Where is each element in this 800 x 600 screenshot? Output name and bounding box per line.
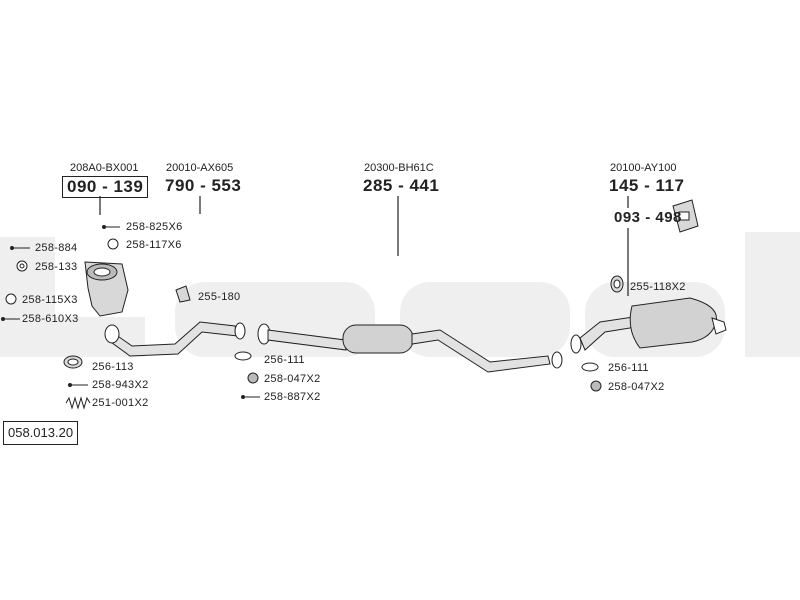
part-number-1[interactable]: 090 - 139 [62,176,149,198]
rear-silencer [570,297,727,354]
gasket-icon [581,362,599,372]
nut-icon [247,372,259,384]
accessory-label: 256-113 [92,361,134,373]
accessory-label: 255-118X2 [630,281,686,293]
accessory-label: 256-111 [608,362,649,374]
nut-icon [590,380,602,392]
front-pipe [104,321,246,357]
gasket-icon [234,351,252,361]
oem-number-3: 20300-BH61C [364,162,434,174]
accessory-label: 255-180 [198,291,241,303]
accessory-label: 258-047X2 [264,373,321,385]
accessory-label: 256-111 [264,354,305,366]
ring-icon [107,238,119,250]
mounting-kit-icon [678,211,690,221]
bolt-icon [68,383,88,387]
oem-number-1: 208A0-BX001 [70,162,139,174]
accessory-label: 258-117X6 [126,239,182,251]
accessory-label: 258-825X6 [126,221,183,233]
bolt-icon [1,317,20,321]
accessory-label: 258-610X3 [22,313,79,325]
accessory-label: 251-001X2 [92,397,149,409]
spring-icon [65,396,91,410]
rubber-hanger-icon [613,279,621,289]
bolt-icon [241,395,260,399]
gasket-icon [67,358,79,366]
ring-icon [5,293,17,305]
bolt-icon [10,246,30,250]
middle-silencer [257,323,563,373]
part-number-4[interactable]: 145 - 117 [609,176,685,195]
part-number-2[interactable]: 790 - 553 [165,176,242,195]
oem-number-2: 20010-AX605 [166,162,234,174]
catalytic-converter [84,261,129,317]
accessory-label: 258-047X2 [608,381,665,393]
part-number-3[interactable]: 285 - 441 [363,176,440,195]
bracket-icon [175,285,191,303]
accessory-label: 258-943X2 [92,379,149,391]
oem-number-4: 20100-AY100 [610,162,677,174]
bolt-icon [102,225,120,229]
accessory-label: 258-115X3 [22,294,78,306]
catalog-number-badge: 058.013.20 [3,421,79,445]
accessory-label: 258-887X2 [264,391,321,403]
accessory-label: 258-133 [35,261,78,273]
part-number-mounting-kit[interactable]: 093 - 498 [614,209,682,226]
accessory-label: 258-884 [35,242,78,254]
washer-icon [19,263,25,269]
